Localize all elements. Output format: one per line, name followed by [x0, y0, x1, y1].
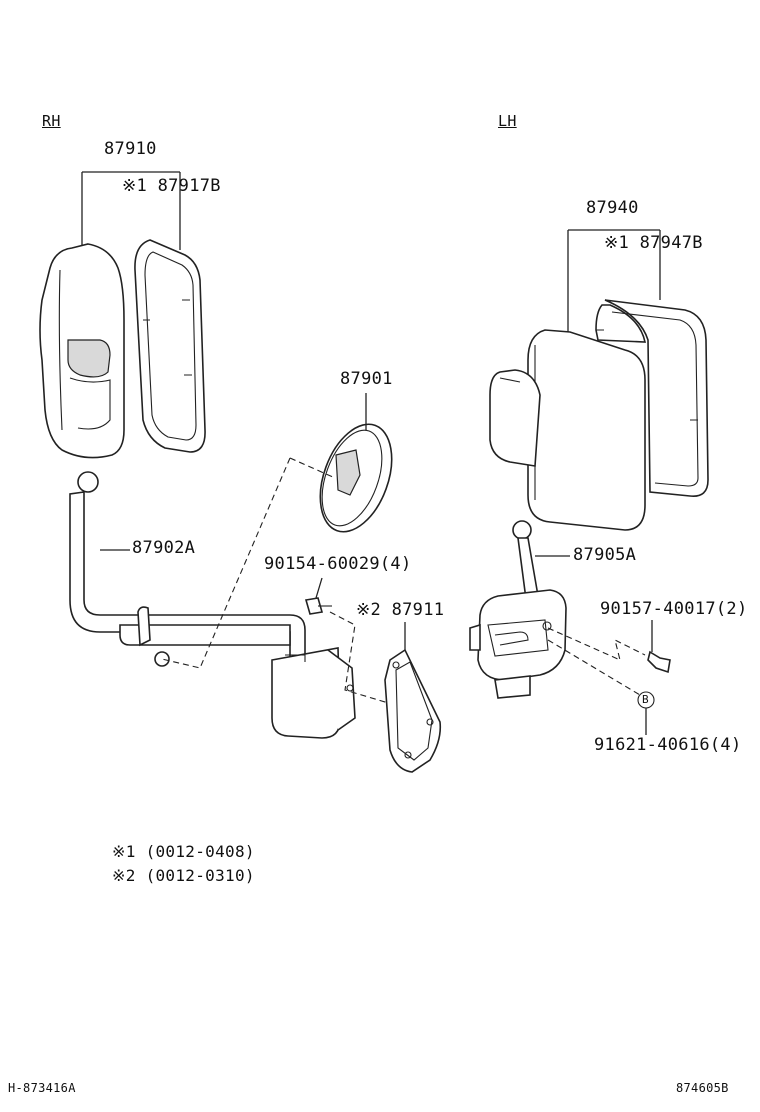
lh-alignment-lines — [547, 627, 646, 696]
part-label-87901: 87901 — [340, 369, 393, 389]
part-label-87917b: ※1 87917B — [122, 176, 221, 196]
footer-code-left: H-873416A — [8, 1081, 76, 1095]
leader-87940 — [567, 229, 661, 335]
part-label-87940: 87940 — [586, 198, 639, 218]
footer-code-right: 874605B — [676, 1081, 729, 1095]
leader-90154 — [315, 577, 323, 599]
note-2: ※2 (0012-0310) — [112, 866, 255, 885]
lh-stay-arm — [469, 520, 567, 699]
rh-alignment-lines — [161, 457, 431, 721]
rh-gasket — [384, 648, 442, 773]
part-label-87911: ※2 87911 — [356, 600, 445, 620]
leader-87910 — [81, 171, 181, 250]
lh-mirror-glass — [595, 299, 709, 497]
marker-b-label: B — [642, 693, 649, 706]
lh-bolt — [647, 650, 671, 674]
part-label-91621: 91621-40616(4) — [594, 735, 742, 755]
part-label-87905a: 87905A — [573, 545, 637, 565]
side-label-lh: LH — [498, 112, 517, 130]
rh-bolt — [304, 597, 332, 615]
note-1: ※1 (0012-0408) — [112, 842, 255, 861]
part-label-90154: 90154-60029(4) — [264, 554, 412, 574]
side-label-rh: RH — [42, 112, 61, 130]
part-label-87910: 87910 — [104, 139, 157, 159]
rh-stay-arm — [69, 471, 356, 739]
lh-mirror-housing — [489, 329, 646, 531]
part-label-90157: 90157-40017(2) — [600, 599, 748, 619]
part-label-87902a: 87902A — [132, 538, 196, 558]
rh-mirror-housing — [39, 243, 125, 459]
rh-round-mirror — [319, 423, 393, 533]
part-label-87947b: ※1 87947B — [604, 233, 703, 253]
rh-mirror-glass — [134, 239, 206, 453]
